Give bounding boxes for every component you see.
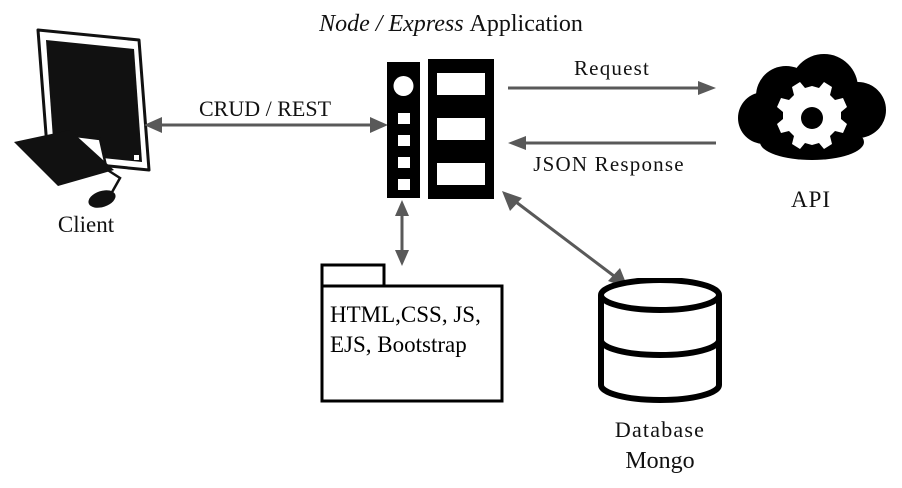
title-rest: Application [469, 11, 583, 37]
views-technologies-text: HTML,CSS, JS, EJS, Bootstrap [330, 300, 510, 360]
desktop-computer-icon [14, 28, 151, 208]
folder-icon [320, 263, 504, 403]
request-label: Request [573, 56, 651, 80]
server-views-arrow [395, 200, 409, 266]
views-line-2: EJS, Bootstrap [330, 332, 467, 357]
crud-rest-label: CRUD / REST [198, 96, 332, 121]
api-label: API [790, 187, 832, 212]
title-emphasis: Node / Express [319, 11, 464, 37]
views-line-1: HTML,CSS, JS, [330, 302, 481, 327]
client-server-arrow [144, 117, 388, 133]
json-response-arrow [508, 136, 716, 150]
mongo-label: Mongo [625, 448, 695, 474]
database-label: Database [614, 417, 706, 442]
request-arrow [508, 81, 716, 95]
cloud-gear-icon [738, 54, 886, 160]
database-cylinder-icon [598, 278, 722, 403]
json-response-label: JSON Response [533, 152, 685, 176]
server-database-arrow [502, 191, 628, 288]
server-rack-icon [387, 59, 494, 199]
client-label: Client [57, 212, 115, 237]
